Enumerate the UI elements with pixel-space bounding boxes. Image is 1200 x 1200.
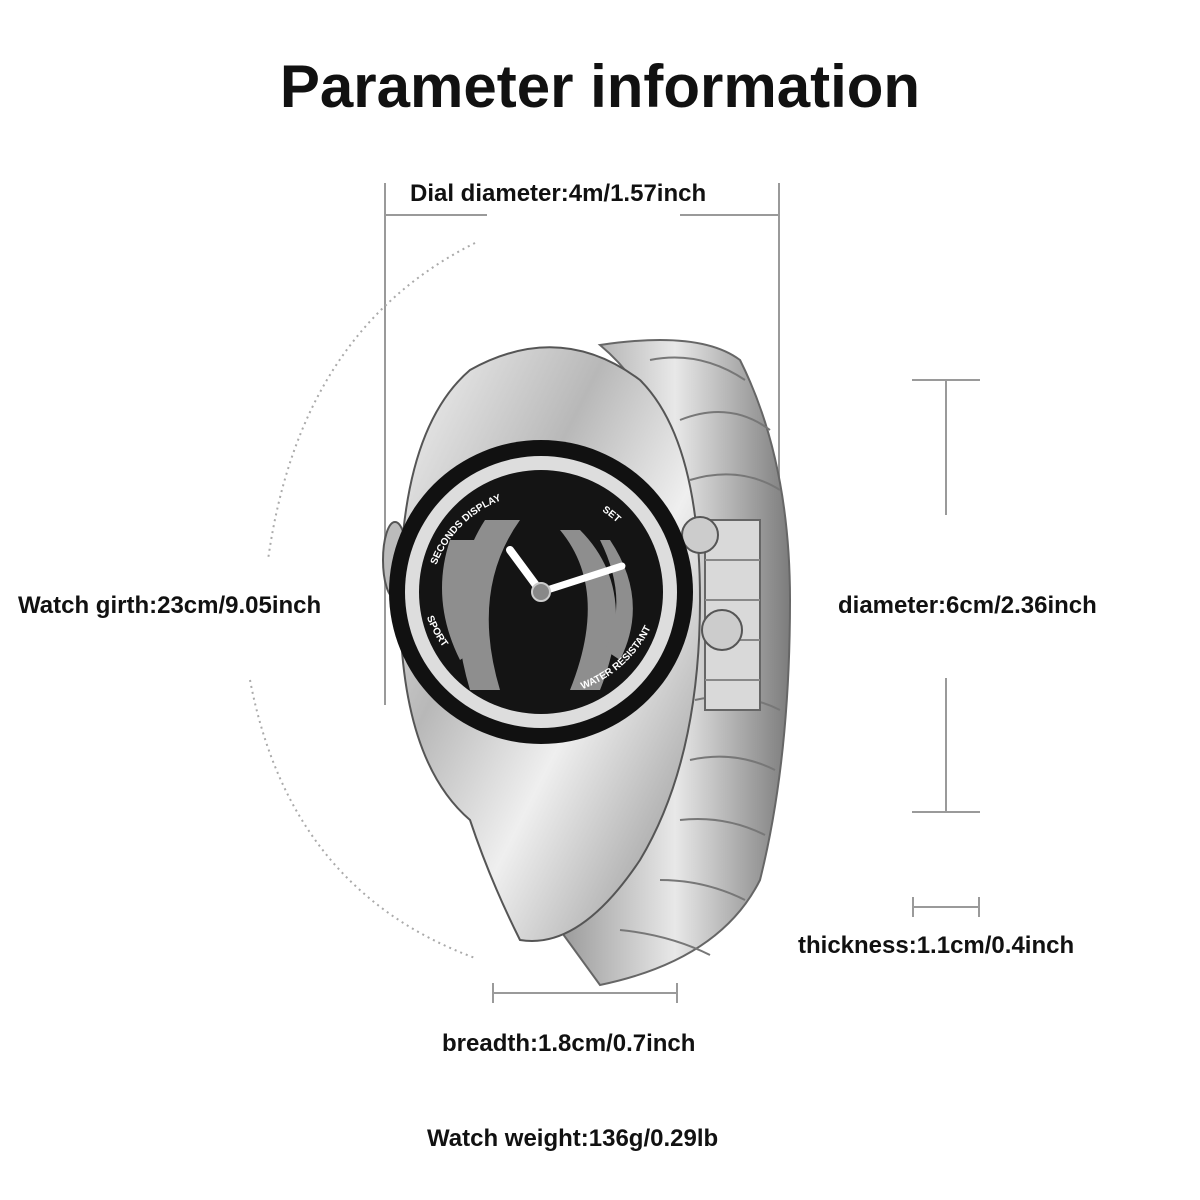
diameter-label: diameter:6cm/2.36inch [838, 592, 1097, 619]
watch-girth-label: Watch girth:23cm/9.05inch [18, 592, 322, 619]
pusher-icon [701, 609, 743, 651]
breadth-label: breadth:1.8cm/0.7inch [442, 1030, 696, 1057]
girth-arc [249, 242, 476, 959]
page-title: Parameter information [279, 53, 921, 120]
watch-dial: SET SECONDS DISPLAY SPORT WATER RESISTAN… [389, 440, 693, 744]
weight-label: Watch weight:136g/0.29lb [427, 1125, 719, 1152]
pusher-icon [681, 516, 719, 554]
thickness-label: thickness:1.1cm/0.4inch [798, 932, 1075, 959]
dial-diameter-label: Dial diameter:4m/1.57inch [410, 180, 707, 207]
